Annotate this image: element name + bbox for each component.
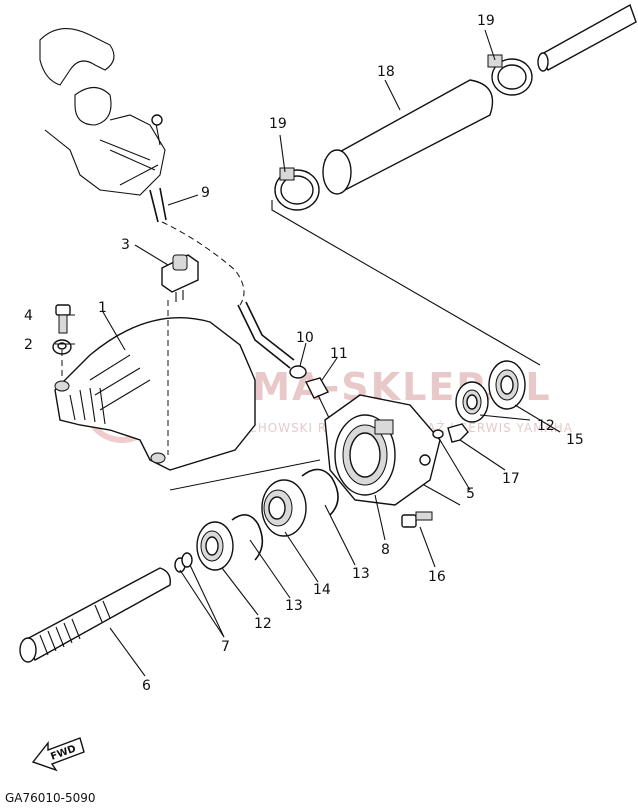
callout-7: 7 xyxy=(221,639,230,655)
callout-19-left: 19 xyxy=(269,116,287,132)
part-17-clip xyxy=(447,423,469,443)
part-13-circlip-right xyxy=(301,468,339,516)
part-8-housing xyxy=(324,394,441,506)
part-18-tube xyxy=(322,79,494,195)
leader-lines xyxy=(55,29,561,677)
callout-16: 16 xyxy=(428,569,446,585)
part-12-seal-right xyxy=(455,381,489,423)
part-4-bolt xyxy=(55,304,71,334)
part-6-drive-shaft xyxy=(19,567,171,663)
callout-18: 18 xyxy=(377,64,395,80)
part-19-clamp-left xyxy=(274,167,320,211)
part-13-circlip-left xyxy=(231,514,264,561)
callout-4: 4 xyxy=(24,308,33,324)
part-14-bearing xyxy=(261,479,307,537)
callout-6: 6 xyxy=(142,678,151,694)
part-9-hose xyxy=(149,187,295,369)
callout-2: 2 xyxy=(24,337,33,353)
callout-11: 11 xyxy=(330,346,348,362)
callout-14: 14 xyxy=(313,582,331,598)
callout-19-right: 19 xyxy=(477,13,495,29)
shaft-upper-right xyxy=(537,3,637,72)
callout-9: 9 xyxy=(201,185,210,201)
callout-1: 1 xyxy=(98,300,107,316)
part-11-fitting xyxy=(304,377,331,421)
callout-17: 17 xyxy=(502,471,520,487)
callout-3: 3 xyxy=(121,237,130,253)
part-16-bolt xyxy=(401,511,433,528)
part-1-cover xyxy=(54,300,256,471)
callouts: 1 2 3 4 5 6 7 8 9 10 11 12 12 13 13 14 1… xyxy=(24,13,584,694)
diagram-code: GA76010-5090 xyxy=(5,791,96,805)
part-10-clamp xyxy=(289,365,307,379)
callout-15: 15 xyxy=(566,432,584,448)
callout-13-right: 13 xyxy=(352,566,370,582)
callout-5: 5 xyxy=(466,486,475,502)
part-15-seal xyxy=(488,360,526,410)
callout-8: 8 xyxy=(381,542,390,558)
callout-12-right: 12 xyxy=(537,418,555,434)
part-3-sensor xyxy=(161,254,199,302)
fwd-arrow: FWD xyxy=(31,737,85,772)
callout-12-left: 12 xyxy=(254,616,272,632)
part-7-orings xyxy=(174,552,193,573)
part-12-seal-left xyxy=(196,521,234,571)
part-19-clamp-right xyxy=(487,54,533,96)
callout-13-left: 13 xyxy=(285,598,303,614)
engine-block-outline xyxy=(39,28,166,196)
callout-10: 10 xyxy=(296,330,314,346)
part-5-pin xyxy=(432,429,444,439)
